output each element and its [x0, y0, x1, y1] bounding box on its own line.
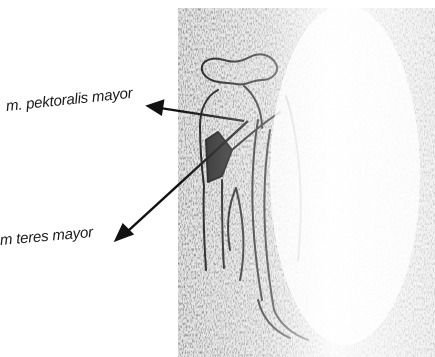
- pectoralis-arrowhead-icon: [148, 101, 163, 114]
- teres-arrowhead-icon: [116, 225, 132, 240]
- glare-highlight: [270, 5, 420, 345]
